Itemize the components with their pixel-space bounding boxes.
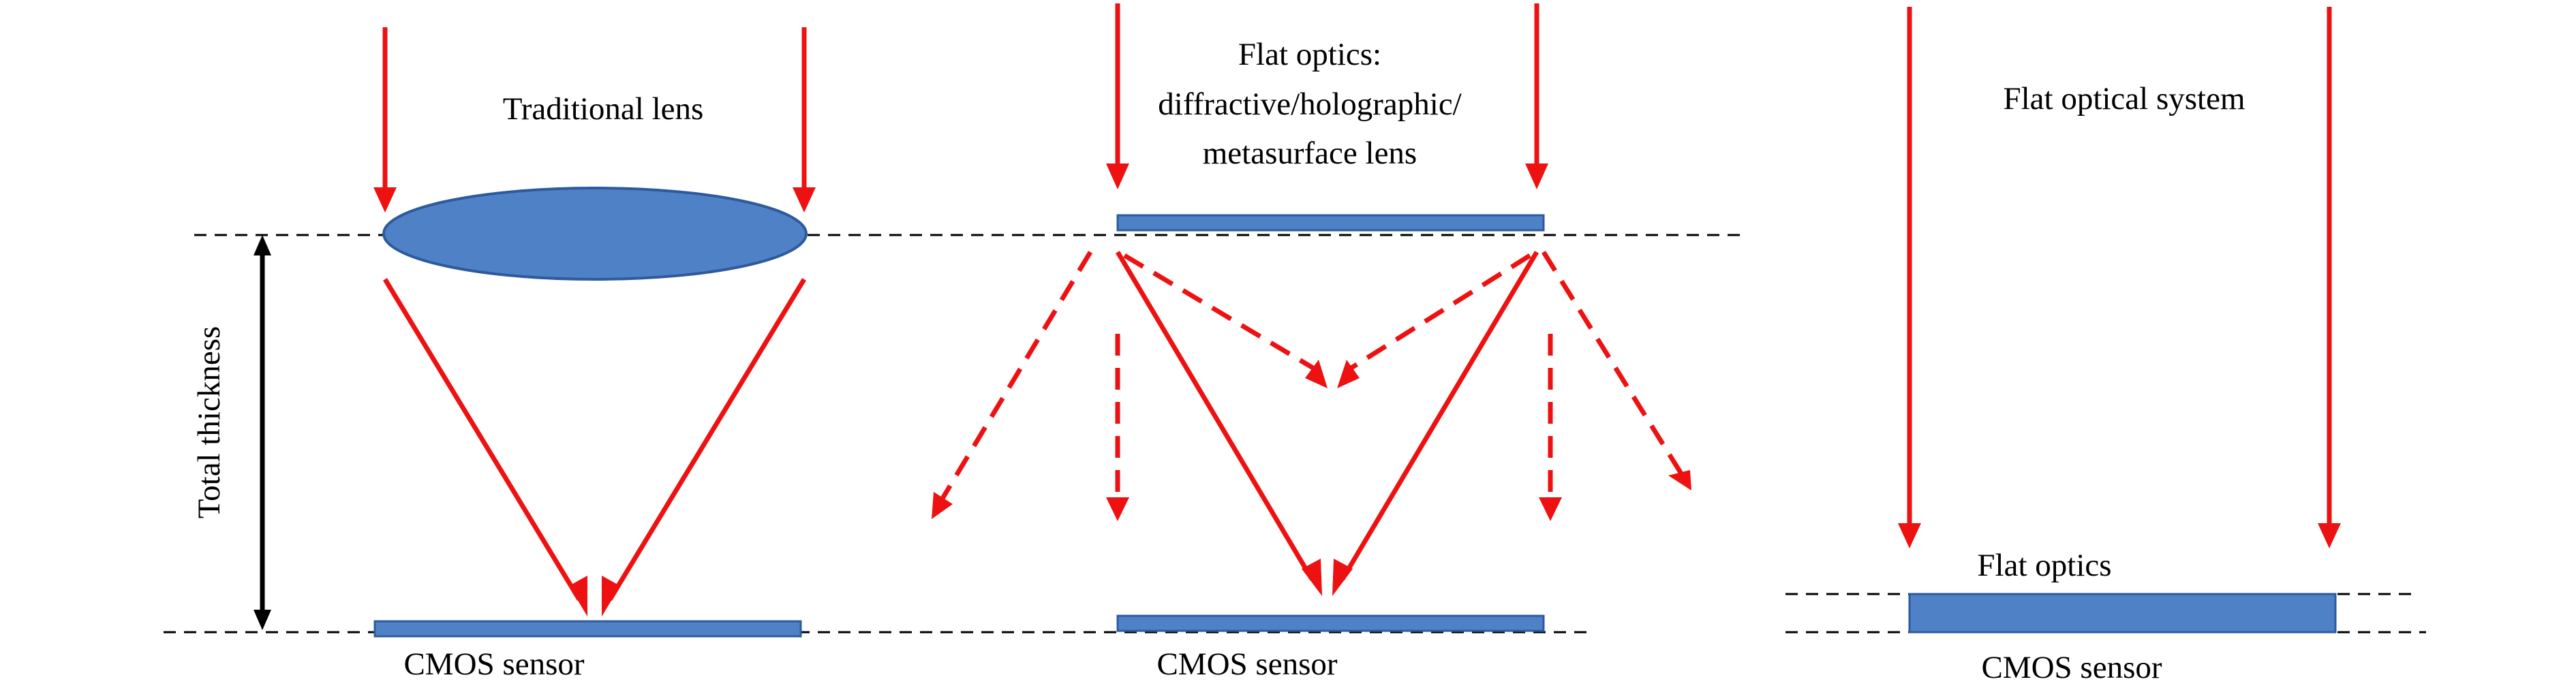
cmos-sensor-label-flat-system: CMOS sensor bbox=[1981, 650, 2162, 685]
diffracted-ray-outer-left bbox=[934, 251, 1093, 509]
diffracted-arrowhead-vertical-right bbox=[1539, 497, 1562, 521]
cmos-sensor-traditional bbox=[373, 620, 802, 638]
flat-optics-sensor-stack bbox=[1908, 593, 2337, 634]
focus-ray-right-arrowhead bbox=[602, 576, 620, 617]
flat-focus-ray-right-arrowhead bbox=[1332, 559, 1353, 596]
flat-focus-ray-left-arrowhead bbox=[1302, 559, 1322, 596]
incoming-ray-left-arrowhead bbox=[373, 187, 397, 213]
diffracted-arrowhead-vertical-left bbox=[1106, 497, 1129, 521]
diffracted-ray-center-right bbox=[1345, 253, 1531, 373]
system-ray-left-arrowhead bbox=[1898, 523, 1921, 548]
flat-focus-ray-left bbox=[1115, 251, 1315, 580]
diffracted-arrowhead-outer-left bbox=[932, 492, 953, 519]
flat-incoming-ray-left-arrowhead bbox=[1106, 163, 1129, 189]
system-ray-right-arrowhead bbox=[2318, 523, 2341, 548]
diffracted-arrowhead-center-left bbox=[1305, 360, 1328, 388]
flat-focus-ray-right bbox=[1340, 251, 1539, 580]
panel-flat-optics: Flat optics: diffractive/holographic/ me… bbox=[932, 3, 1691, 682]
incoming-ray-right-arrowhead bbox=[793, 187, 816, 213]
diffracted-ray-center-left bbox=[1123, 253, 1320, 374]
diffracted-arrowhead-center-right bbox=[1337, 360, 1360, 388]
focus-ray-left-arrowhead bbox=[569, 576, 587, 617]
flat-optics-title-line2: diffractive/holographic/ bbox=[1158, 87, 1462, 122]
flat-optics-title-line1: Flat optics: bbox=[1238, 37, 1381, 72]
flat-optical-system-title: Flat optical system bbox=[2003, 81, 2245, 116]
focus-ray-left bbox=[383, 278, 581, 601]
focus-ray-right bbox=[608, 278, 806, 601]
thickness-arrowhead-down bbox=[254, 610, 271, 630]
cmos-sensor-flat-optics bbox=[1116, 614, 1545, 632]
flat-optics-label: Flat optics bbox=[1977, 548, 2111, 583]
panel-flat-optical-system: Flat optical system Flat optics CMOS sen… bbox=[1898, 7, 2341, 685]
thickness-arrowhead-up bbox=[254, 235, 271, 255]
diffracted-arrowhead-outer-right bbox=[1668, 470, 1691, 490]
cmos-sensor-label-traditional: CMOS sensor bbox=[403, 646, 584, 682]
diffracted-ray-outer-right bbox=[1542, 251, 1685, 478]
traditional-lens-title: Traditional lens bbox=[503, 91, 704, 127]
incoming-rays bbox=[382, 27, 808, 202]
panel-traditional-lens: Traditional lens Total thickness bbox=[191, 27, 816, 682]
flat-optics-title-line3: metasurface lens bbox=[1203, 136, 1417, 171]
total-thickness-label: Total thickness bbox=[191, 326, 227, 519]
flat-lens bbox=[1116, 214, 1545, 232]
flat-incoming-ray-right-arrowhead bbox=[1525, 163, 1548, 189]
cmos-sensor-label-flat-optics: CMOS sensor bbox=[1156, 646, 1337, 682]
total-thickness-indicator: Total thickness bbox=[191, 235, 271, 630]
traditional-lens bbox=[382, 187, 808, 281]
